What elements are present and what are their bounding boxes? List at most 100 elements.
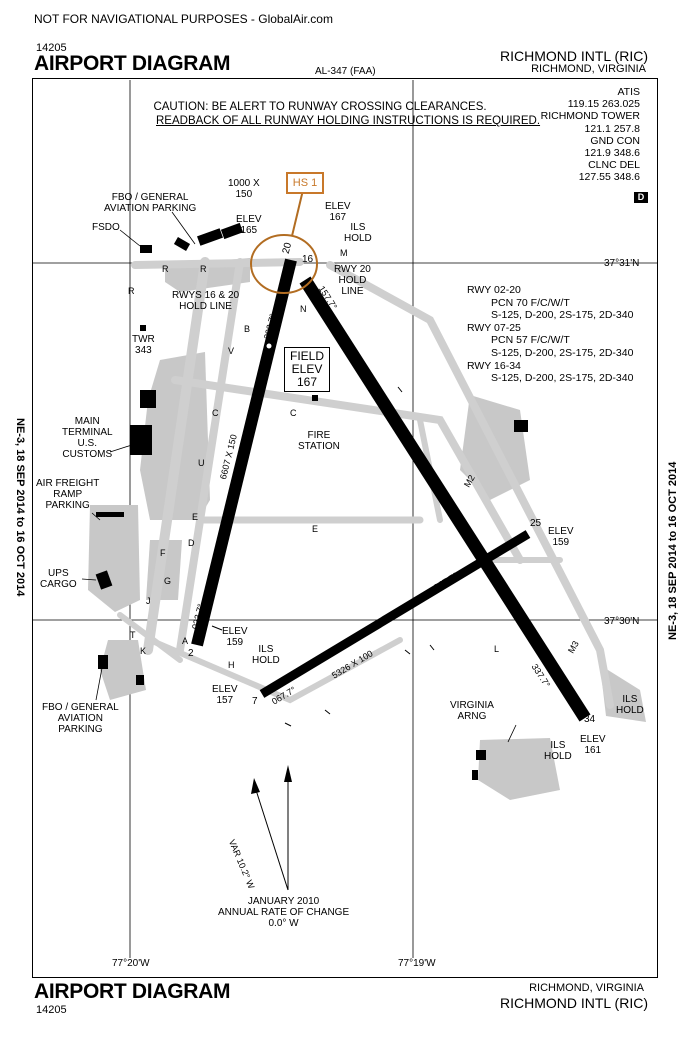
caution-notice: CAUTION: BE ALERT TO RUNWAY CROSSING CLE…: [100, 100, 540, 128]
al-number: AL-347 (FAA): [315, 66, 376, 77]
rwy-02-20-label: RWY 02-20: [467, 284, 521, 296]
city-state-top: RICHMOND, VIRGINIA: [531, 63, 646, 75]
taxiway-r-1: R: [128, 286, 135, 296]
latitude-top: 37°31'N: [604, 258, 640, 269]
airport-name-bottom: RICHMOND INTL (RIC): [499, 995, 648, 1011]
taxiway-r-2: R: [162, 264, 169, 274]
rwy-07-25-label: RWY 07-25: [467, 321, 521, 334]
fsdo-label: FSDO: [92, 222, 120, 233]
rwy-07-25-weight: S-125, D-200, 2S-175, 2D-340: [491, 346, 634, 359]
hotspot-label: HS 1: [286, 172, 324, 194]
rwy-end-7: 7: [252, 696, 258, 707]
runway-07-25: [259, 530, 531, 698]
airport-name-top: RICHMOND INTL (RIC): [499, 48, 648, 64]
caution-line-1: CAUTION: BE ALERT TO RUNWAY CROSSING CLE…: [153, 101, 487, 113]
hotspot-circle: [250, 234, 318, 294]
runway-info-block: RWY 02-20 PCN 70 F/C/W/T S-125, D-200, 2…: [467, 284, 633, 385]
footer-title: AIRPORT DIAGRAM: [34, 980, 231, 1003]
rwy-02-20-pcn: PCN 70 F/C/W/T: [491, 296, 570, 309]
rwy-end-16: 16: [302, 254, 314, 265]
buildings: [95, 222, 528, 780]
runway-center-dot: [266, 343, 272, 349]
taxiway-d: D: [188, 538, 195, 548]
taxiway-h: H: [228, 660, 235, 670]
runway-02-20: [191, 258, 297, 647]
longitude-left: 77°20'W: [112, 958, 150, 969]
freq-line: 121.1 257.8: [584, 122, 640, 135]
taxiway-r-3: R: [200, 264, 207, 274]
rwy-07-25-pcn: PCN 57 F/C/W/T: [491, 334, 570, 347]
chart-id-bottom: 14205: [36, 1004, 67, 1016]
runway-16-34: [299, 276, 591, 722]
field-elevation-box: FIELD ELEV 167: [284, 347, 330, 392]
field-elev-l1: FIELD: [289, 349, 324, 363]
taxiway-l: L: [494, 644, 500, 654]
taxiway-c-2: C: [290, 408, 297, 418]
rwy-02-20-weight: S-125, D-200, 2S-175, 2D-340: [491, 309, 634, 322]
freq-line: 127.55 348.6: [578, 171, 640, 184]
freq-line: 119.15 263.025: [567, 98, 640, 111]
taxiway-n: N: [300, 304, 307, 314]
runways: [191, 258, 591, 722]
taxiway-j: J: [146, 596, 151, 606]
rwy-16-34-weight: S-125, D-200, 2S-175, 2D-340: [491, 372, 634, 385]
latitude-bottom: 37°30'N: [604, 616, 640, 627]
d-badge: D: [634, 192, 648, 203]
city-state-bottom: RICHMOND, VIRGINIA: [529, 982, 644, 994]
hold-markers: [211, 386, 435, 727]
page-title: AIRPORT DIAGRAM: [34, 52, 231, 75]
north-arrow: [251, 765, 292, 891]
freq-line: GND CON: [590, 134, 640, 147]
chart-id-top: 14205: [36, 42, 67, 54]
taxiway-c: C: [212, 408, 219, 418]
field-elev-l2: ELEV: [291, 362, 323, 376]
taxiway-a: A: [182, 636, 189, 646]
taxiway-f: F: [160, 548, 166, 558]
taxiway-m: M: [340, 248, 348, 258]
taxiway-e-2: E: [312, 524, 319, 534]
taxiway-g: G: [164, 576, 172, 586]
frequency-list: ATIS 119.15 263.025 RICHMOND TOWER 121.1…: [541, 86, 640, 184]
freq-line: CLNC DEL: [588, 159, 640, 172]
effective-dates-right: NE-3, 18 SEP 2014 to 16 OCT 2014: [667, 461, 679, 640]
disclaimer-text: NOT FOR NAVIGATIONAL PURPOSES - GlobalAi…: [34, 12, 333, 26]
leader-lines: [81, 211, 517, 743]
taxiway-k: K: [140, 646, 147, 656]
annual-rate-of-change: JANUARY 2010 ANNUAL RATE OF CHANGE 0.0° …: [218, 896, 350, 929]
diagram-frame: [32, 78, 658, 978]
freq-line: RICHMOND TOWER: [540, 110, 640, 123]
taxiway-b: B: [244, 324, 251, 334]
rwy-16-34-label: RWY 16-34: [467, 359, 521, 372]
taxiway-v: V: [228, 346, 235, 356]
taxiway-u: U: [198, 458, 205, 468]
freq-line: ATIS: [617, 86, 640, 98]
freq-line: 121.9 348.6: [584, 147, 640, 160]
longitude-right: 77°19'W: [398, 958, 436, 969]
rwy-end-34: 34: [584, 714, 596, 725]
taxiway-e: E: [192, 512, 199, 522]
rwy-end-25: 25: [530, 518, 542, 529]
caution-line-2: READBACK OF ALL RUNWAY HOLDING INSTRUCTI…: [156, 115, 541, 127]
